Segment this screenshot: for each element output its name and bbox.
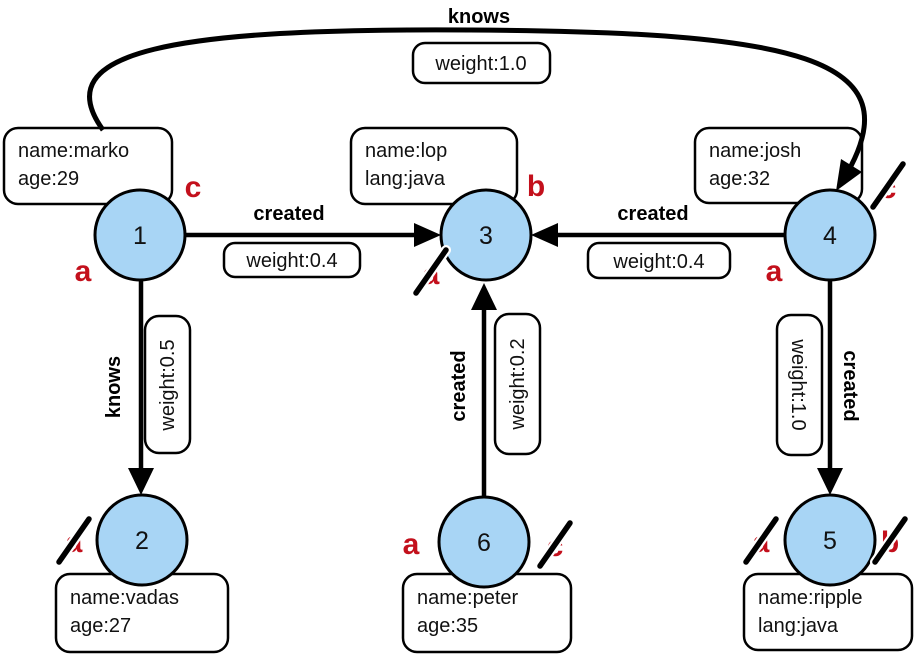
edge-weight: weight:0.5 <box>157 339 179 431</box>
strikethrough-slash <box>870 514 910 567</box>
strikethrough-slash <box>411 245 451 298</box>
property-box-vadas: name:vadas age:27 <box>54 572 230 654</box>
edge-weight: weight:1.0 <box>434 53 526 75</box>
property-box <box>693 126 864 205</box>
edge-label-created: created <box>617 203 688 225</box>
arrowhead <box>817 468 843 495</box>
property-box-marko: name:marko age:29 <box>2 126 174 206</box>
property-age: age:32 <box>709 168 770 190</box>
strikethrough-slash <box>535 518 575 571</box>
marker-v2-a-crossed: a <box>54 514 94 567</box>
edge-label-created: created <box>253 203 324 225</box>
marker-v5-b-crossed: b <box>870 514 910 567</box>
vertex-id: 4 <box>823 222 837 250</box>
edge-weight-box <box>493 312 542 456</box>
property-box-josh: name:josh age:32 <box>693 126 864 205</box>
vertex-circle <box>783 493 877 587</box>
property-box-peter: name:peter age:35 <box>401 572 573 654</box>
vertex-id: 2 <box>135 527 149 555</box>
property-name: name:peter <box>417 587 519 609</box>
vertex-id: 6 <box>477 529 491 557</box>
edge-created-1-3: created weight:0.4 <box>185 201 441 279</box>
property-name: name:vadas <box>70 587 179 609</box>
edge-weight-box <box>222 241 362 279</box>
arrowhead <box>471 283 497 310</box>
arrowhead <box>836 159 862 191</box>
arrowhead <box>531 223 558 247</box>
arrowhead <box>414 223 441 247</box>
property-box <box>349 126 519 206</box>
property-lang: lang:java <box>758 615 839 637</box>
edge-weight: weight:1.0 <box>787 338 809 430</box>
marker-v6-a: a <box>401 526 422 563</box>
vertex-id: 5 <box>823 527 837 555</box>
strikethrough-slash <box>54 514 94 567</box>
vertex-circle <box>437 495 531 589</box>
vertex-6: 6 <box>437 495 531 589</box>
vertex-2: 2 <box>95 493 189 587</box>
edge-arc <box>87 27 867 182</box>
edge-weight-box <box>586 241 732 280</box>
marker-v1-a: a <box>73 253 94 290</box>
property-name: name:josh <box>709 140 801 162</box>
edge-weight-box <box>775 313 824 457</box>
marker-v3-a-crossed: a <box>411 245 451 298</box>
vertex-circle <box>93 188 187 282</box>
edge-weight: weight:0.2 <box>507 338 529 430</box>
marker-v4-a: a <box>764 253 785 290</box>
marker-letter: a <box>766 255 783 288</box>
edge-created-6-3: created weight:0.2 <box>446 283 542 499</box>
marker-v3-b: b <box>525 168 547 205</box>
property-age: age:35 <box>417 615 478 637</box>
property-name: name:ripple <box>758 587 863 609</box>
marker-letter: b <box>527 170 545 203</box>
edge-label-knows: knows <box>448 6 510 28</box>
vertex-circle <box>95 493 189 587</box>
marker-v5-a-crossed: a <box>741 514 781 567</box>
vertex-circle <box>439 188 533 282</box>
property-name: name:lop <box>365 140 447 162</box>
edge-weight: weight:0.4 <box>612 251 704 273</box>
strikethrough-slash <box>741 514 781 567</box>
marker-v1-c: c <box>183 169 203 206</box>
property-box <box>2 126 174 206</box>
arrowhead <box>128 468 154 495</box>
property-lang: lang:java <box>365 168 446 190</box>
property-name: name:marko <box>18 140 129 162</box>
strikethrough-slash <box>868 159 908 212</box>
edge-weight-box <box>143 314 192 455</box>
marker-letter: a <box>403 528 420 561</box>
vertex-circle <box>783 188 877 282</box>
edge-knows-1-2: knows weight:0.5 <box>101 278 192 495</box>
vertex-1: 1 <box>93 188 187 282</box>
edge-created-4-5: created weight:1.0 <box>775 278 863 495</box>
property-age: age:27 <box>70 615 131 637</box>
property-box-lop: name:lop lang:java <box>349 126 519 206</box>
marker-v6-c-crossed: c <box>535 518 575 571</box>
edge-label-knows: knows <box>103 356 125 418</box>
vertex-5: 5 <box>783 493 877 587</box>
vertex-id: 1 <box>133 222 147 250</box>
edge-weight-box <box>411 41 552 85</box>
vertex-id: 3 <box>479 222 493 250</box>
edge-weight: weight:0.4 <box>245 250 337 272</box>
edge-label-created: created <box>839 350 861 421</box>
edge-created-4-3: created weight:0.4 <box>531 201 785 280</box>
property-age: age:29 <box>18 168 79 190</box>
edge-knows-1-4: knows weight:1.0 <box>87 4 867 191</box>
property-box-ripple: name:ripple lang:java <box>742 572 914 652</box>
vertex-4: 4 <box>783 188 877 282</box>
marker-letter: a <box>75 255 92 288</box>
edge-label-created: created <box>448 350 470 421</box>
marker-v4-c-crossed: c <box>868 159 908 212</box>
marker-letter: c <box>185 171 202 204</box>
vertex-3: 3 <box>439 188 533 282</box>
